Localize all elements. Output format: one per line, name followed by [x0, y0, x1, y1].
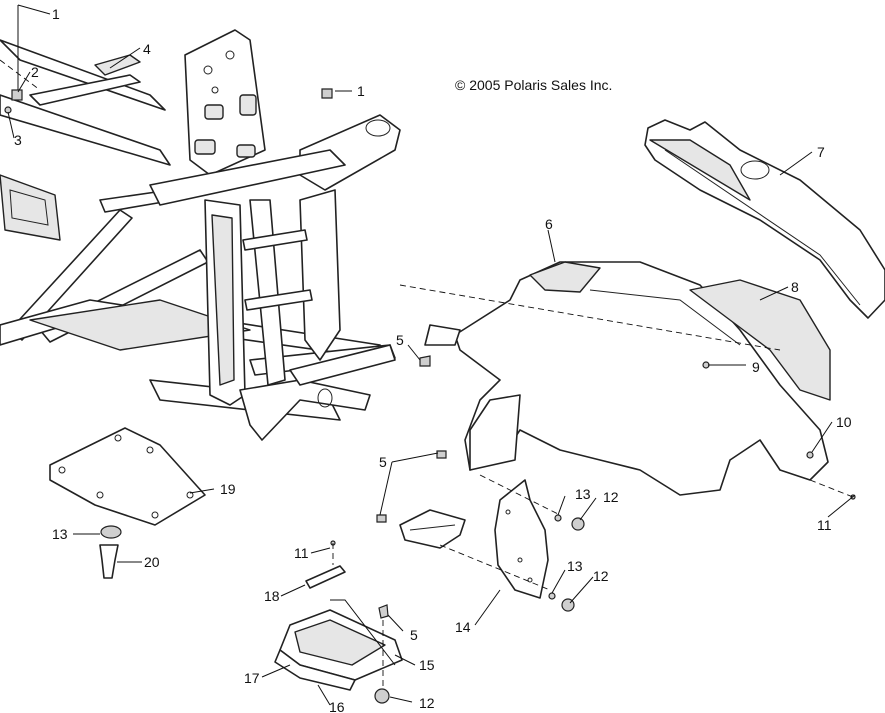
rear-rack-cover: [644, 119, 885, 319]
callout-5-bottom: 5: [410, 627, 418, 643]
callout-15: 15: [419, 657, 435, 673]
callout-4: 4: [143, 41, 151, 57]
callout-16: 16: [329, 699, 345, 713]
copyright-notice: © 2005 Polaris Sales Inc.: [455, 77, 612, 93]
callout-17: 17: [244, 670, 260, 686]
callout-8: 8: [791, 279, 799, 295]
callout-1-right: 1: [357, 83, 365, 99]
callout-10: 10: [836, 414, 852, 430]
fasteners: [99, 355, 856, 704]
mud-flap: [494, 479, 549, 599]
callout-11-left: 11: [294, 545, 309, 561]
callout-14: 14: [455, 619, 471, 635]
footrest-assembly: [274, 509, 466, 691]
callout-6: 6: [545, 216, 553, 232]
callout-13-mid: 13: [567, 558, 583, 574]
front-fender: [424, 261, 829, 496]
callout-12-mid: 12: [593, 568, 609, 584]
alignment-lines: [0, 59, 854, 690]
leader-lines: [7, 4, 856, 706]
callout-1-top: 1: [52, 6, 60, 22]
callout-11-right: 11: [817, 517, 832, 533]
callout-5-mid: 5: [379, 454, 387, 470]
callout-2: 2: [31, 64, 39, 80]
callout-13-upper: 13: [575, 486, 591, 502]
frame-assembly: [0, 29, 401, 441]
callout-9: 9: [752, 359, 760, 375]
callout-19: 19: [220, 481, 236, 497]
callout-5-left: 5: [396, 332, 404, 348]
callout-12-bottom: 12: [419, 695, 435, 711]
callout-13-left: 13: [52, 526, 68, 542]
callout-3: 3: [14, 132, 22, 148]
fender-liner: [689, 279, 831, 401]
callout-20: 20: [144, 554, 160, 570]
callout-7: 7: [817, 144, 825, 160]
callout-12-upper: 12: [603, 489, 619, 505]
skid-plate: [49, 427, 206, 526]
callout-18: 18: [264, 588, 280, 604]
